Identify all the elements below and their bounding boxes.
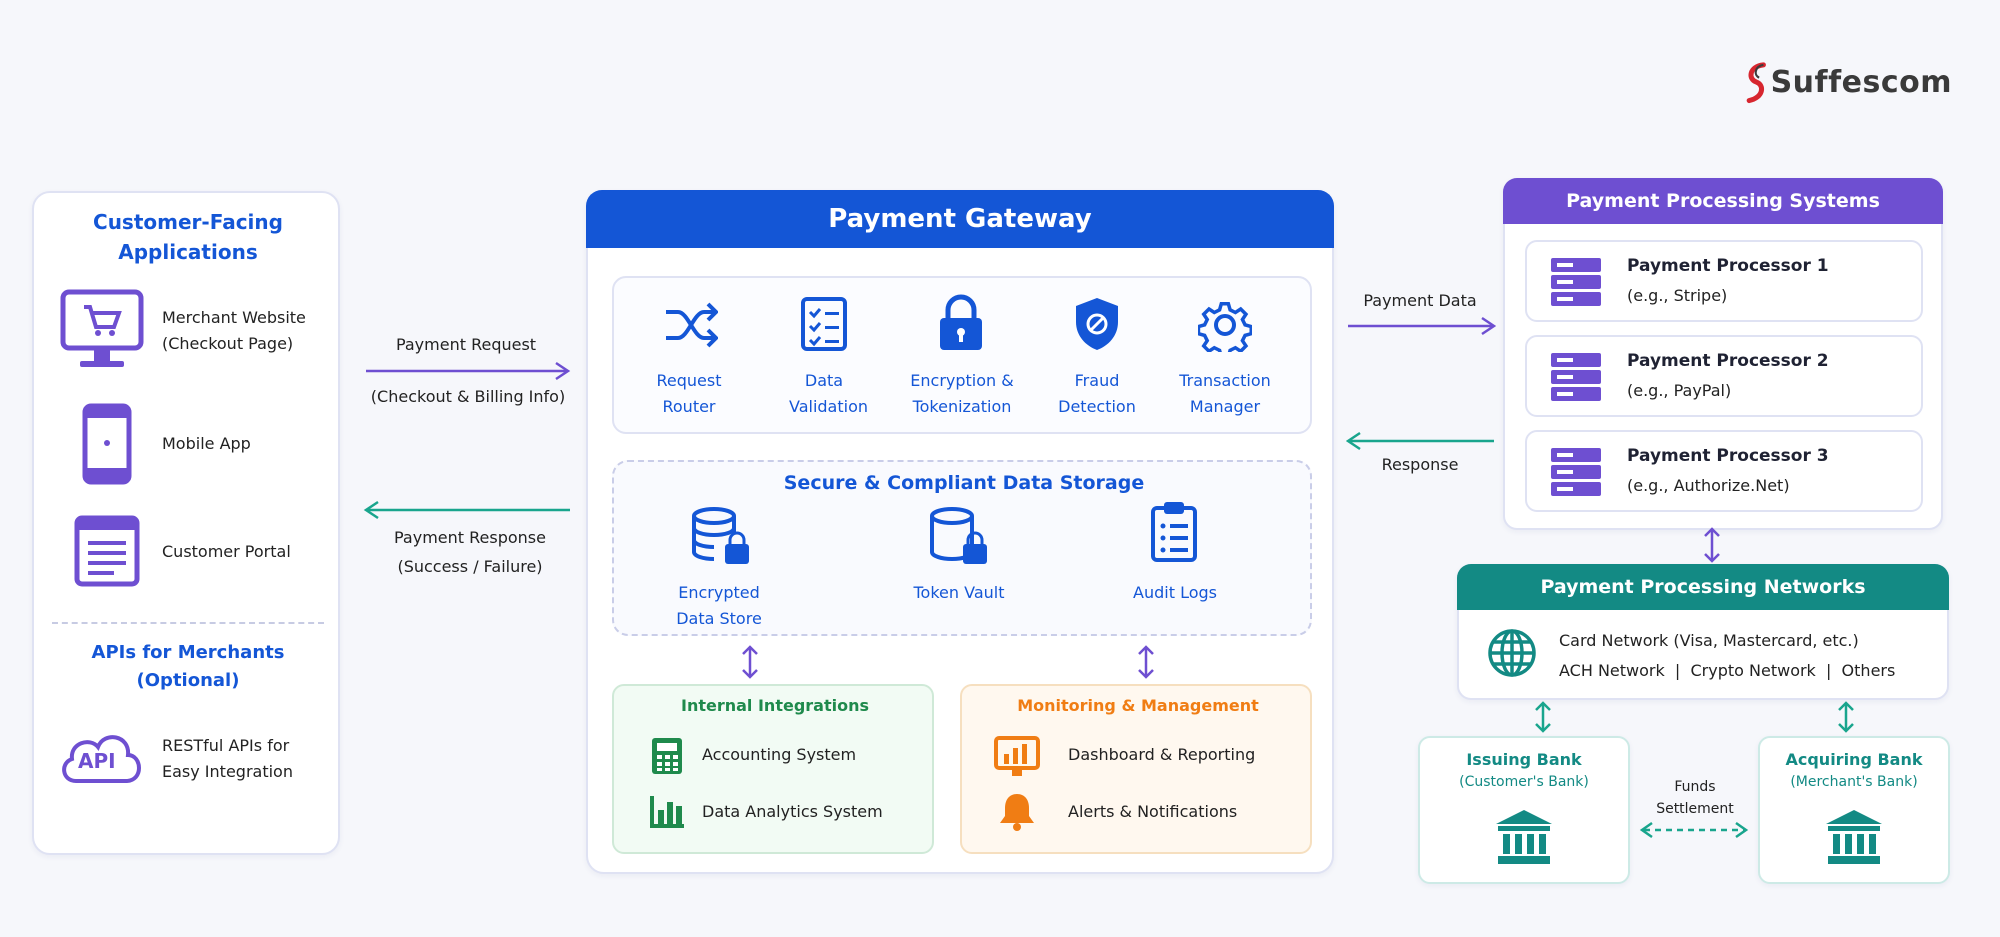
networks-line-1: Card Network (Visa, Mastercard, etc.) [1559,631,1859,650]
issuing-bank-card: Issuing Bank (Customer's Bank) [1418,736,1630,884]
storage-token-vault: Token Vault [913,583,1005,602]
bell-icon [998,790,1036,832]
funds-settlement-label: Funds Settlement [1656,779,1734,817]
processor-card: Payment Processor 3 (e.g., Authorize.Net) [1525,430,1923,512]
checklist-icon [800,296,848,352]
shuffle-icon [664,300,718,350]
acquiring-bank-title: Acquiring Bank [1785,750,1923,769]
internal-data-analytics: Data Analytics System [702,802,883,821]
mobile-phone-icon [82,403,132,485]
processor-example: (e.g., Stripe) [1627,286,1728,305]
merchant-website-label: Merchant Website (Checkout Page) [162,308,306,353]
acquiring-bank-card: Acquiring Bank (Merchant's Bank) [1758,736,1950,884]
monitoring-management-box: Monitoring & Management Dashboard & Repo… [960,684,1312,854]
payment-request-sub: (Checkout & Billing Info) [370,387,566,406]
internal-accounting-system: Accounting System [702,745,857,764]
processor-name: Payment Processor 1 [1627,256,1829,276]
networks-line-2: ACH Network | Crypto Network | Others [1559,661,1896,680]
payment-request-label: Payment Request [395,335,537,354]
calculator-icon [650,736,684,776]
module-data-validation: Data Validation [789,371,869,416]
payment-response-sub: (Success / Failure) [397,557,543,576]
payment-response-arrow [363,500,570,520]
networks-issuing-arrow [1535,701,1551,733]
processor-example: (e.g., PayPal) [1627,381,1732,400]
processor-name: Payment Processor 2 [1627,351,1829,371]
response-label: Response [1381,455,1459,474]
logo-text: Suffescom [1770,64,1952,100]
secure-storage-box: Secure & Compliant Data Storage Encrypte… [612,460,1312,636]
payment-request-arrow [366,361,571,381]
globe-icon [1487,628,1537,678]
module-request-router: Request Router [656,371,722,416]
systems-networks-arrow [1704,527,1720,563]
monitoring-alerts-notifications: Alerts & Notifications [1068,802,1238,821]
processing-systems-title: Payment Processing Systems [1503,178,1943,224]
storage-monitoring-arrow [1138,645,1154,679]
module-transaction-manager: Transaction Manager [1179,371,1271,416]
processor-card: Payment Processor 2 (e.g., PayPal) [1525,335,1923,417]
portal-document-icon [74,515,140,587]
customer-apps-title: Customer-Facing Applications [93,210,283,264]
api-badge-text: API [78,749,116,773]
gateway-modules-box: Request Router Data Validation Encryptio… [612,276,1312,434]
storage-internal-arrow [742,645,758,679]
response-arrow [1346,431,1494,451]
dashboard-chart-icon [994,736,1040,778]
server-stack-icon [1549,446,1603,498]
bar-chart-icon [648,794,686,830]
storage-audit-logs: Audit Logs [1133,583,1217,602]
secure-storage-title: Secure & Compliant Data Storage [783,472,1145,494]
server-stack-icon [1549,351,1603,403]
payment-gateway-title: Payment Gateway [586,190,1334,248]
monitor-cart-icon [60,289,144,371]
database-lock-icon [690,506,752,568]
customer-portal-label: Customer Portal [162,542,291,561]
payment-response-label: Payment Response [394,528,546,547]
lock-icon [938,294,984,352]
monitoring-management-title: Monitoring & Management [1017,696,1259,715]
internal-integrations-title: Internal Integrations [681,696,869,715]
mobile-app-label: Mobile App [162,434,251,453]
clipboard-list-icon [1150,500,1198,562]
storage-encrypted-data-store: Encrypted Data Store [676,583,762,628]
issuing-bank-title: Issuing Bank [1466,750,1582,769]
customer-apps-panel: Customer-Facing Applications Merchant We… [32,191,340,855]
bank-building-icon [1494,808,1554,866]
gear-icon [1198,298,1252,352]
payment-gateway-panel: Payment Gateway Request Router Data Vali… [586,190,1334,874]
payment-data-arrow [1348,316,1496,336]
acquiring-bank-sub: (Merchant's Bank) [1790,774,1918,790]
networks-acquiring-arrow [1838,701,1854,733]
api-cloud-icon: API [56,723,146,787]
module-encryption: Encryption & Tokenization [910,371,1014,416]
brand-logo: Suffescom [1742,52,1952,112]
server-stack-icon [1549,256,1603,308]
processing-networks-title: Payment Processing Networks [1457,564,1949,610]
processing-networks-panel: Payment Processing Networks Card Network… [1457,564,1949,700]
processor-card: Payment Processor 1 (e.g., Stripe) [1525,240,1923,322]
processor-example: (e.g., Authorize.Net) [1627,476,1790,495]
processor-name: Payment Processor 3 [1627,446,1829,466]
internal-integrations-box: Internal Integrations Accounting System … [612,684,934,854]
issuing-bank-sub: (Customer's Bank) [1459,774,1589,790]
monitoring-dashboard-reporting: Dashboard & Reporting [1068,745,1256,764]
funds-settlement-arrow [1639,821,1749,839]
suffescom-logo-icon [1746,62,1766,104]
restful-apis-label: RESTful APIs for Easy Integration [162,736,293,781]
token-vault-icon [928,506,990,568]
divider [52,622,324,624]
module-fraud-detection: Fraud Detection [1058,371,1136,416]
apis-title: APIs for Merchants (Optional) [91,642,285,691]
payment-data-label: Payment Data [1363,291,1477,310]
shield-icon [1074,296,1120,352]
bank-building-icon [1824,808,1884,866]
